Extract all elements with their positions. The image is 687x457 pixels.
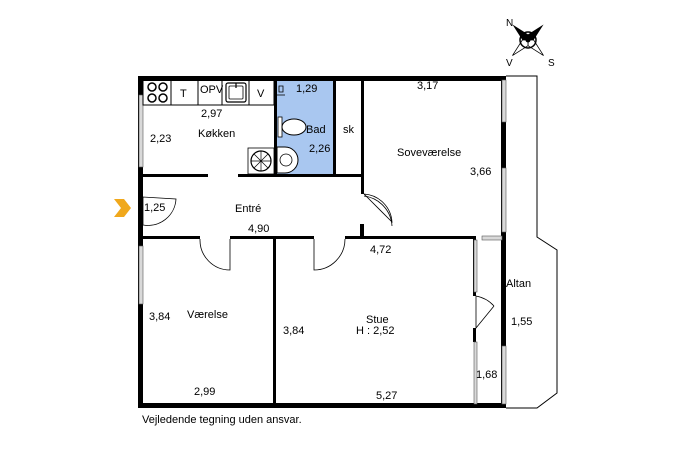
kitchen-fixture-v: V — [257, 88, 265, 100]
balcony-depth: 1,68 — [476, 369, 497, 381]
compass-n-label: N — [506, 18, 513, 29]
living-name: Stue — [366, 314, 389, 326]
bedroom-depth: 3,66 — [470, 166, 491, 178]
entrance-width: 4,90 — [248, 223, 269, 235]
living-top-width: 4,72 — [370, 244, 391, 256]
living-width: 5,27 — [376, 390, 397, 402]
kitchen-fixture-t: T — [180, 88, 187, 100]
walls — [138, 76, 506, 408]
kitchen-depth: 2,23 — [150, 133, 171, 145]
living-depth: 3,84 — [283, 325, 304, 337]
kitchen-width: 2,97 — [201, 108, 222, 120]
living-height: H : 2,52 — [356, 325, 395, 337]
shower-icon — [247, 147, 275, 175]
toilet-icon — [277, 116, 307, 138]
windows — [138, 79, 507, 405]
stove-burners-icon — [147, 82, 168, 103]
compass-rose-icon — [512, 24, 544, 56]
bathroom-depth: 2,26 — [309, 143, 330, 155]
kitchen-name: Køkken — [198, 128, 235, 140]
balcony-outline — [506, 75, 558, 409]
faucet-icon — [277, 85, 285, 96]
washbasin-icon — [276, 146, 299, 174]
doors — [142, 193, 495, 330]
room-depth: 3,84 — [149, 311, 170, 323]
balcony-name: Altan — [506, 278, 531, 290]
closet-name: sk — [343, 124, 355, 136]
bedroom-width: 3,17 — [417, 80, 438, 92]
compass-s-label: S — [548, 58, 555, 69]
disclaimer: Vejledende tegning uden ansvar. — [142, 414, 302, 426]
entrance-arrow-icon — [114, 199, 131, 217]
entrance-depth: 1,25 — [144, 202, 165, 214]
bathroom-width: 1,29 — [296, 83, 317, 95]
room-width: 2,99 — [194, 386, 215, 398]
kitchen-fixture-opv: OPV — [200, 84, 224, 96]
entrance-name: Entré — [235, 203, 261, 215]
bedroom-name: Soveværelse — [397, 147, 461, 159]
kitchen-sink-icon — [225, 82, 247, 103]
bathroom-name: Bad — [306, 124, 326, 136]
room-name: Værelse — [187, 309, 228, 321]
balcony-width: 1,55 — [511, 316, 532, 328]
kitchen-counter — [142, 79, 275, 106]
compass-v-label: V — [506, 58, 513, 69]
